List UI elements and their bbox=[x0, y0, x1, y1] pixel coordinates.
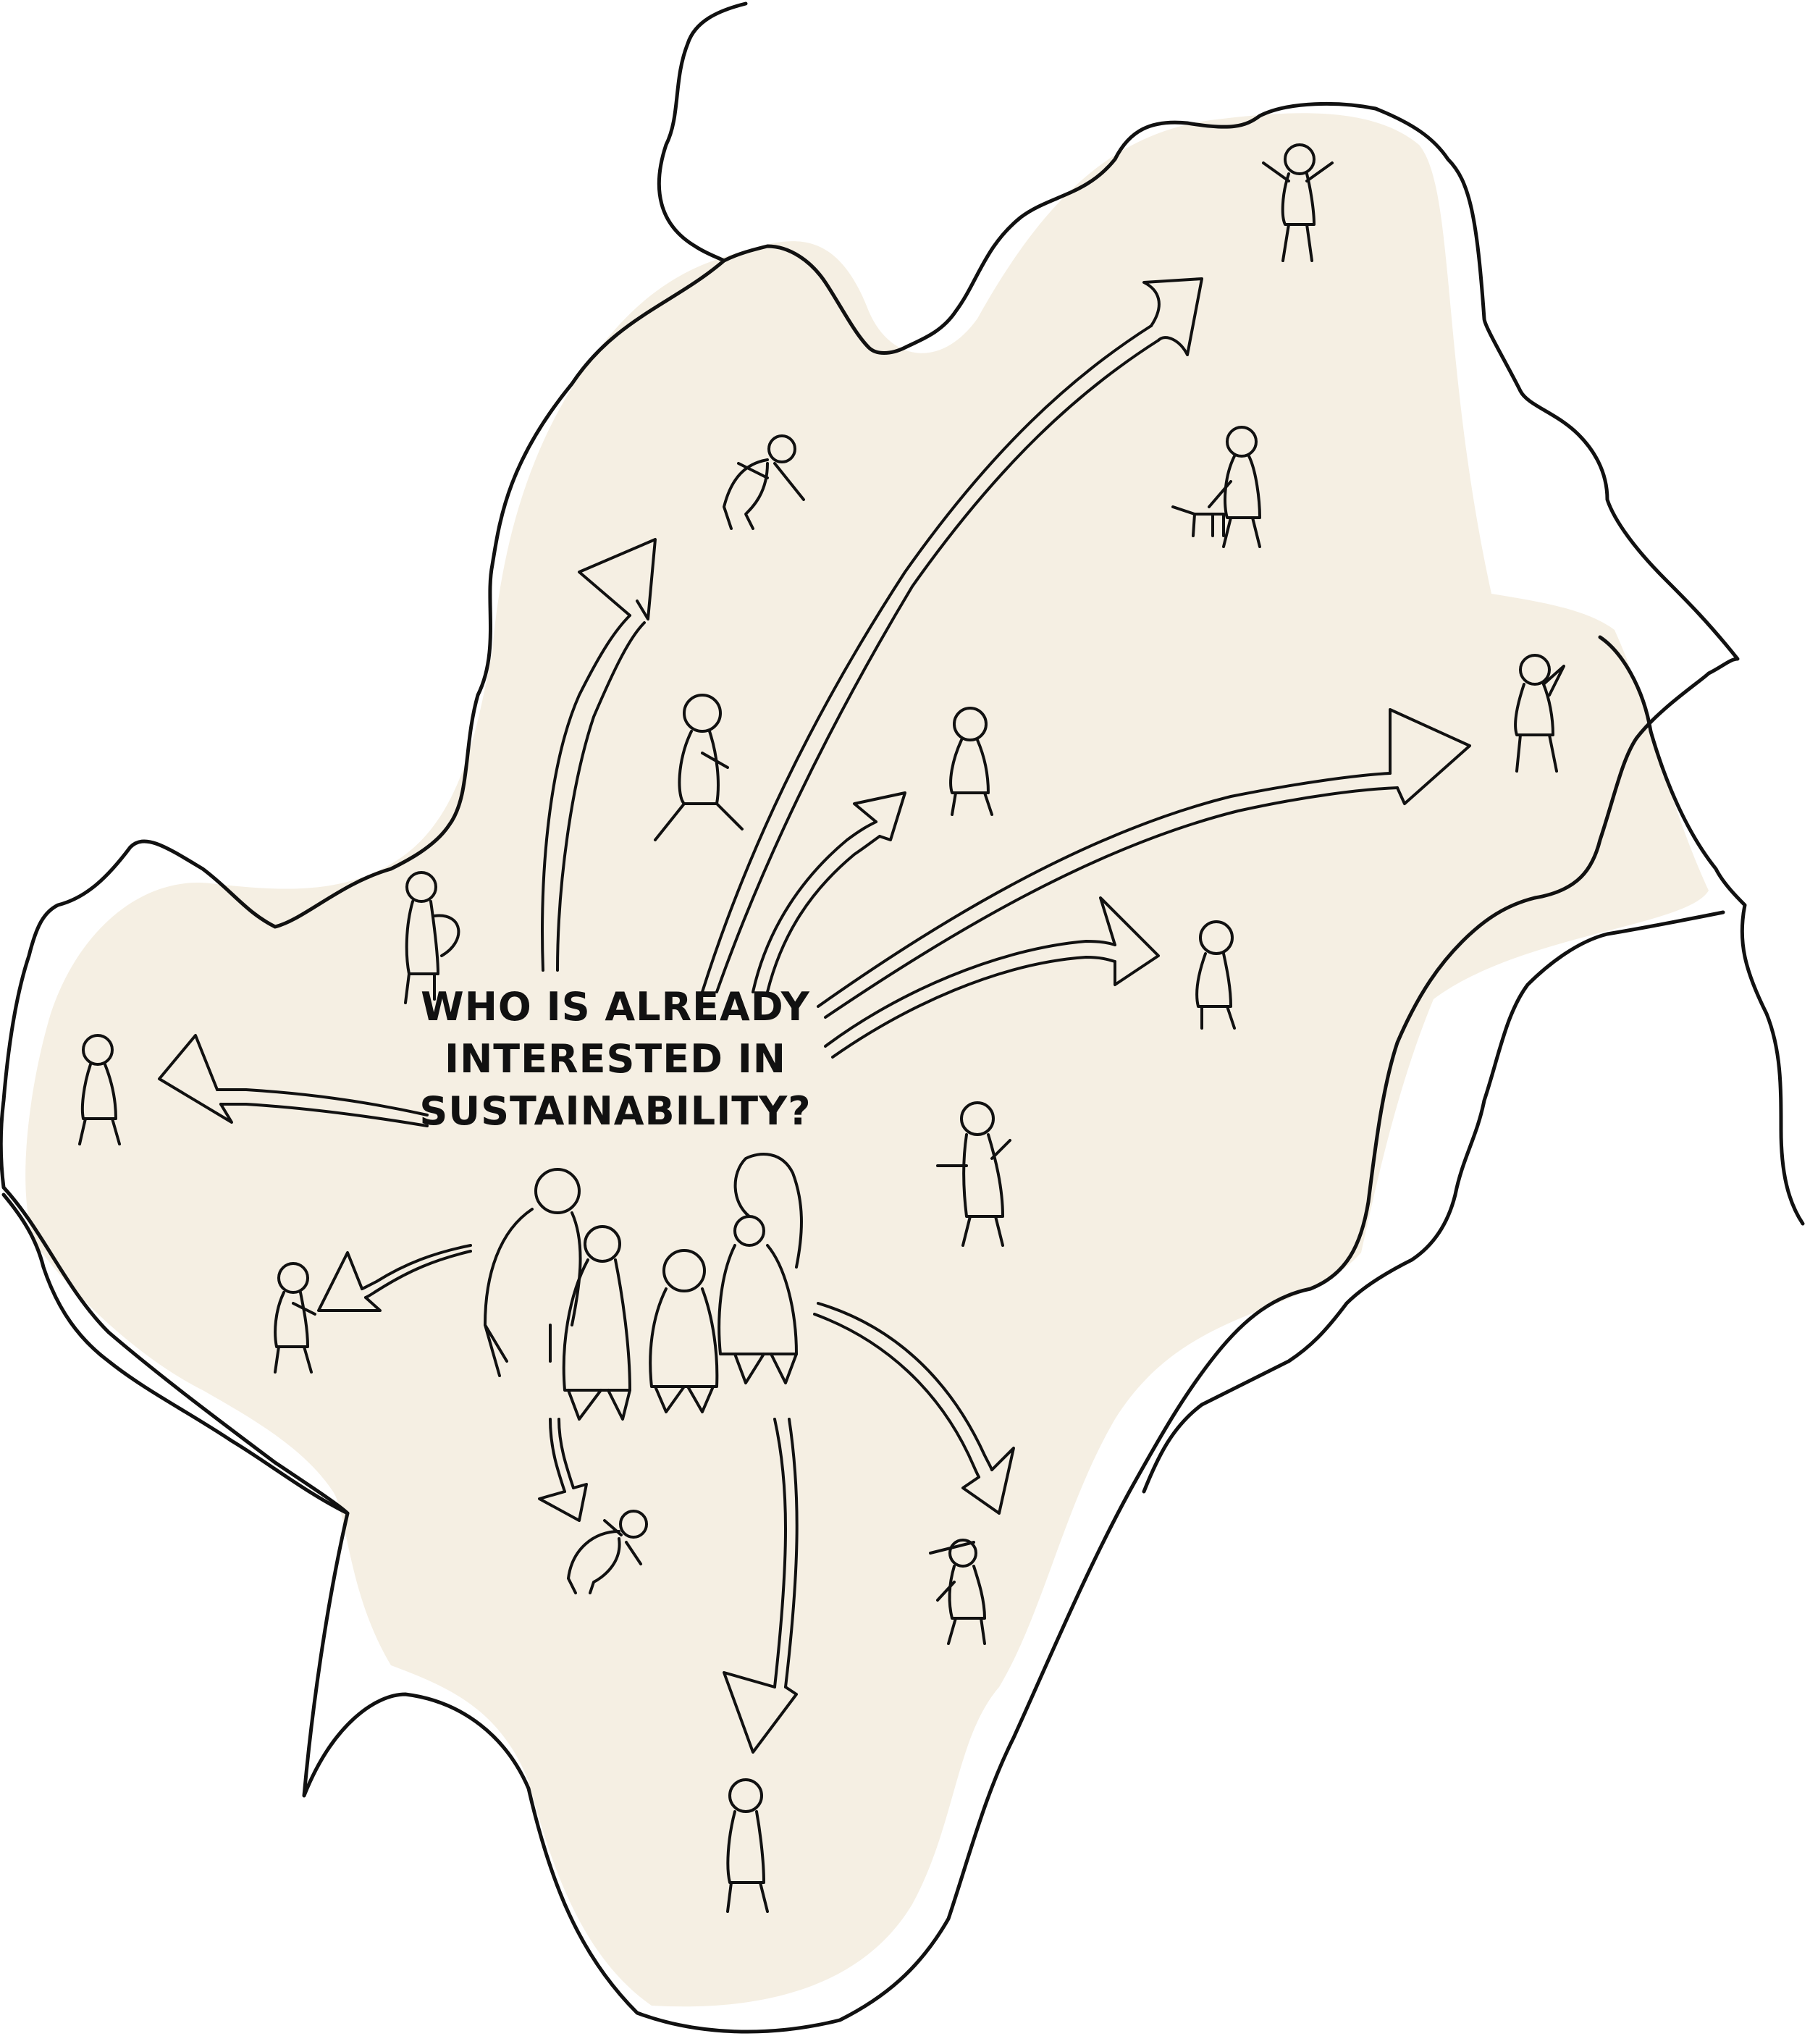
arrow-down-long bbox=[723, 1418, 799, 1754]
person-with-cap bbox=[929, 1539, 986, 1645]
arrow-up-left bbox=[541, 538, 657, 972]
person-with-backpack bbox=[404, 871, 460, 1004]
person-thinking-right bbox=[1514, 654, 1565, 773]
region-edge-left bbox=[1, 1193, 350, 1515]
person-pointing bbox=[936, 1101, 1011, 1247]
arrow-down-small bbox=[538, 1418, 588, 1522]
region-outline bbox=[0, 1, 1740, 2034]
question-line-2: INTERESTED IN bbox=[445, 1036, 786, 1082]
region-fill bbox=[25, 113, 1709, 2007]
arrow-up-right-long bbox=[701, 277, 1203, 993]
core-group bbox=[484, 1153, 803, 1421]
person-standing-center bbox=[949, 707, 993, 816]
person-bottom bbox=[726, 1778, 769, 1913]
question-line-1: WHO IS ALREADY bbox=[421, 984, 810, 1030]
central-question: WHO IS ALREADY INTERESTED IN SUSTAINABIL… bbox=[391, 981, 840, 1137]
person-with-child bbox=[274, 1262, 316, 1374]
arrow-down-left bbox=[317, 1244, 472, 1312]
person-walking-dog bbox=[1171, 426, 1261, 548]
arrow-left bbox=[158, 1034, 429, 1127]
person-right-middle bbox=[1195, 920, 1236, 1030]
person-far-left bbox=[78, 1034, 121, 1145]
region-edge-right-branch bbox=[1142, 910, 1725, 1494]
arrow-right-short bbox=[824, 896, 1160, 1059]
region-edge-right bbox=[1598, 635, 1805, 1226]
person-crouching bbox=[567, 1510, 648, 1594]
person-bending bbox=[723, 434, 805, 530]
arrow-short-center bbox=[752, 791, 906, 993]
arrow-down-right bbox=[813, 1302, 1015, 1515]
person-walking bbox=[654, 694, 744, 841]
question-line-3: SUSTAINABILITY? bbox=[419, 1088, 812, 1134]
arrow-right-long bbox=[817, 708, 1471, 1019]
person-waving-top bbox=[1262, 143, 1334, 262]
